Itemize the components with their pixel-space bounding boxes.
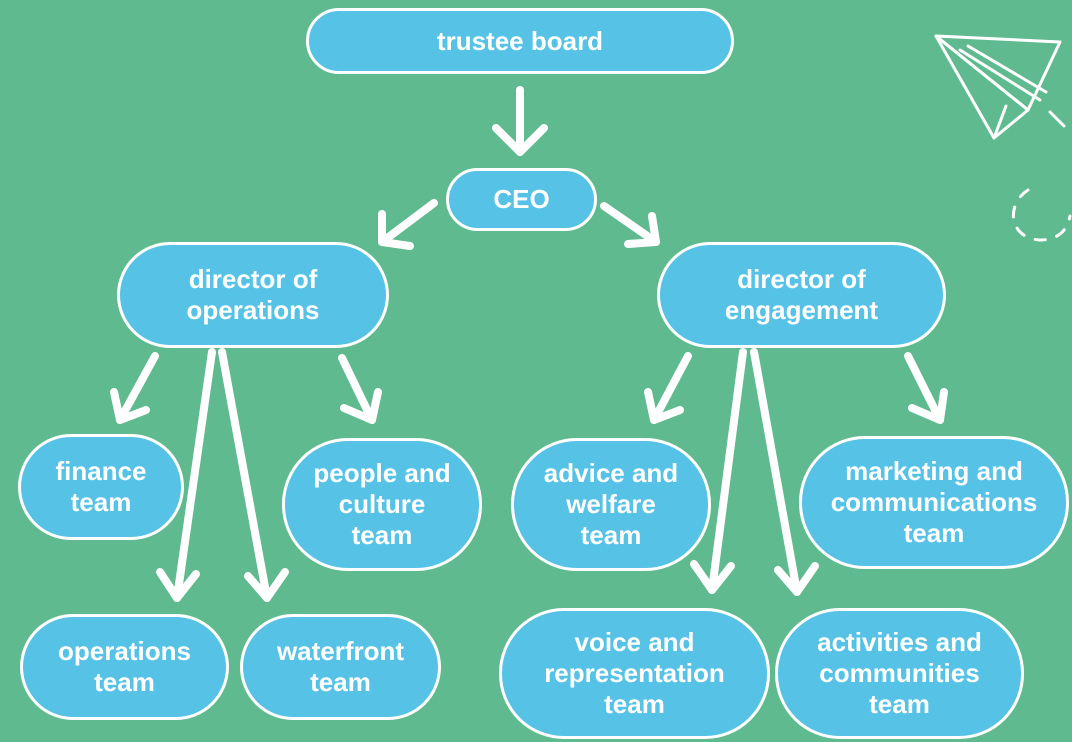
node-marketing-and-communications-team: marketing and communications team [799,436,1069,569]
node-trustee-board: trustee board [306,8,734,74]
node-voice-and-representation-team: voice and representation team [499,608,770,739]
dashed-flight-path-icon [1012,188,1072,242]
node-activities-and-communities-team: activities and communities team [775,608,1024,739]
arrow-direng-to-marketing [904,352,948,424]
node-operations-team: operations team [20,614,229,720]
node-trustee-board-label: trustee board [436,25,604,56]
arrow-dirops-to-people-culture [338,354,382,424]
node-director-of-operations: director of operations [117,242,389,348]
node-director-of-operations-label: director of operations [186,264,320,325]
node-marketing-and-communications-team-label: marketing and communications team [830,456,1038,548]
node-advice-and-welfare-team: advice and welfare team [511,438,711,571]
node-finance-team: finance team [18,434,184,540]
node-people-and-culture-team-label: people and culture team [313,458,451,550]
node-voice-and-representation-team-label: voice and representation team [544,627,725,719]
node-director-of-engagement: director of engagement [657,242,946,348]
node-operations-team-label: operations team [58,636,191,697]
node-finance-team-label: finance team [55,456,147,517]
arrow-dirops-to-finance [110,352,159,424]
arrow-ceo-to-director-engagement [600,202,660,248]
arrow-ceo-to-director-operations [378,199,438,250]
node-waterfront-team-label: waterfront team [276,636,405,697]
arrow-direng-to-activities-communities [750,348,819,596]
arrow-dirops-to-operations-team [156,348,216,602]
node-director-of-engagement-label: director of engagement [724,264,879,325]
node-advice-and-welfare-team-label: advice and welfare team [543,458,679,550]
node-ceo-label: CEO [493,184,550,215]
node-activities-and-communities-team-label: activities and communities team [817,627,982,719]
paper-plane-icon [934,34,1066,140]
arrow-dirops-to-waterfront-team [218,348,289,602]
arrow-trustee-to-ceo [492,86,548,156]
node-waterfront-team: waterfront team [240,614,441,720]
arrow-direng-to-voice-representation [690,348,747,594]
arrow-direng-to-advice-welfare [644,352,692,424]
node-people-and-culture-team: people and culture team [282,438,482,571]
node-ceo: CEO [446,168,597,231]
